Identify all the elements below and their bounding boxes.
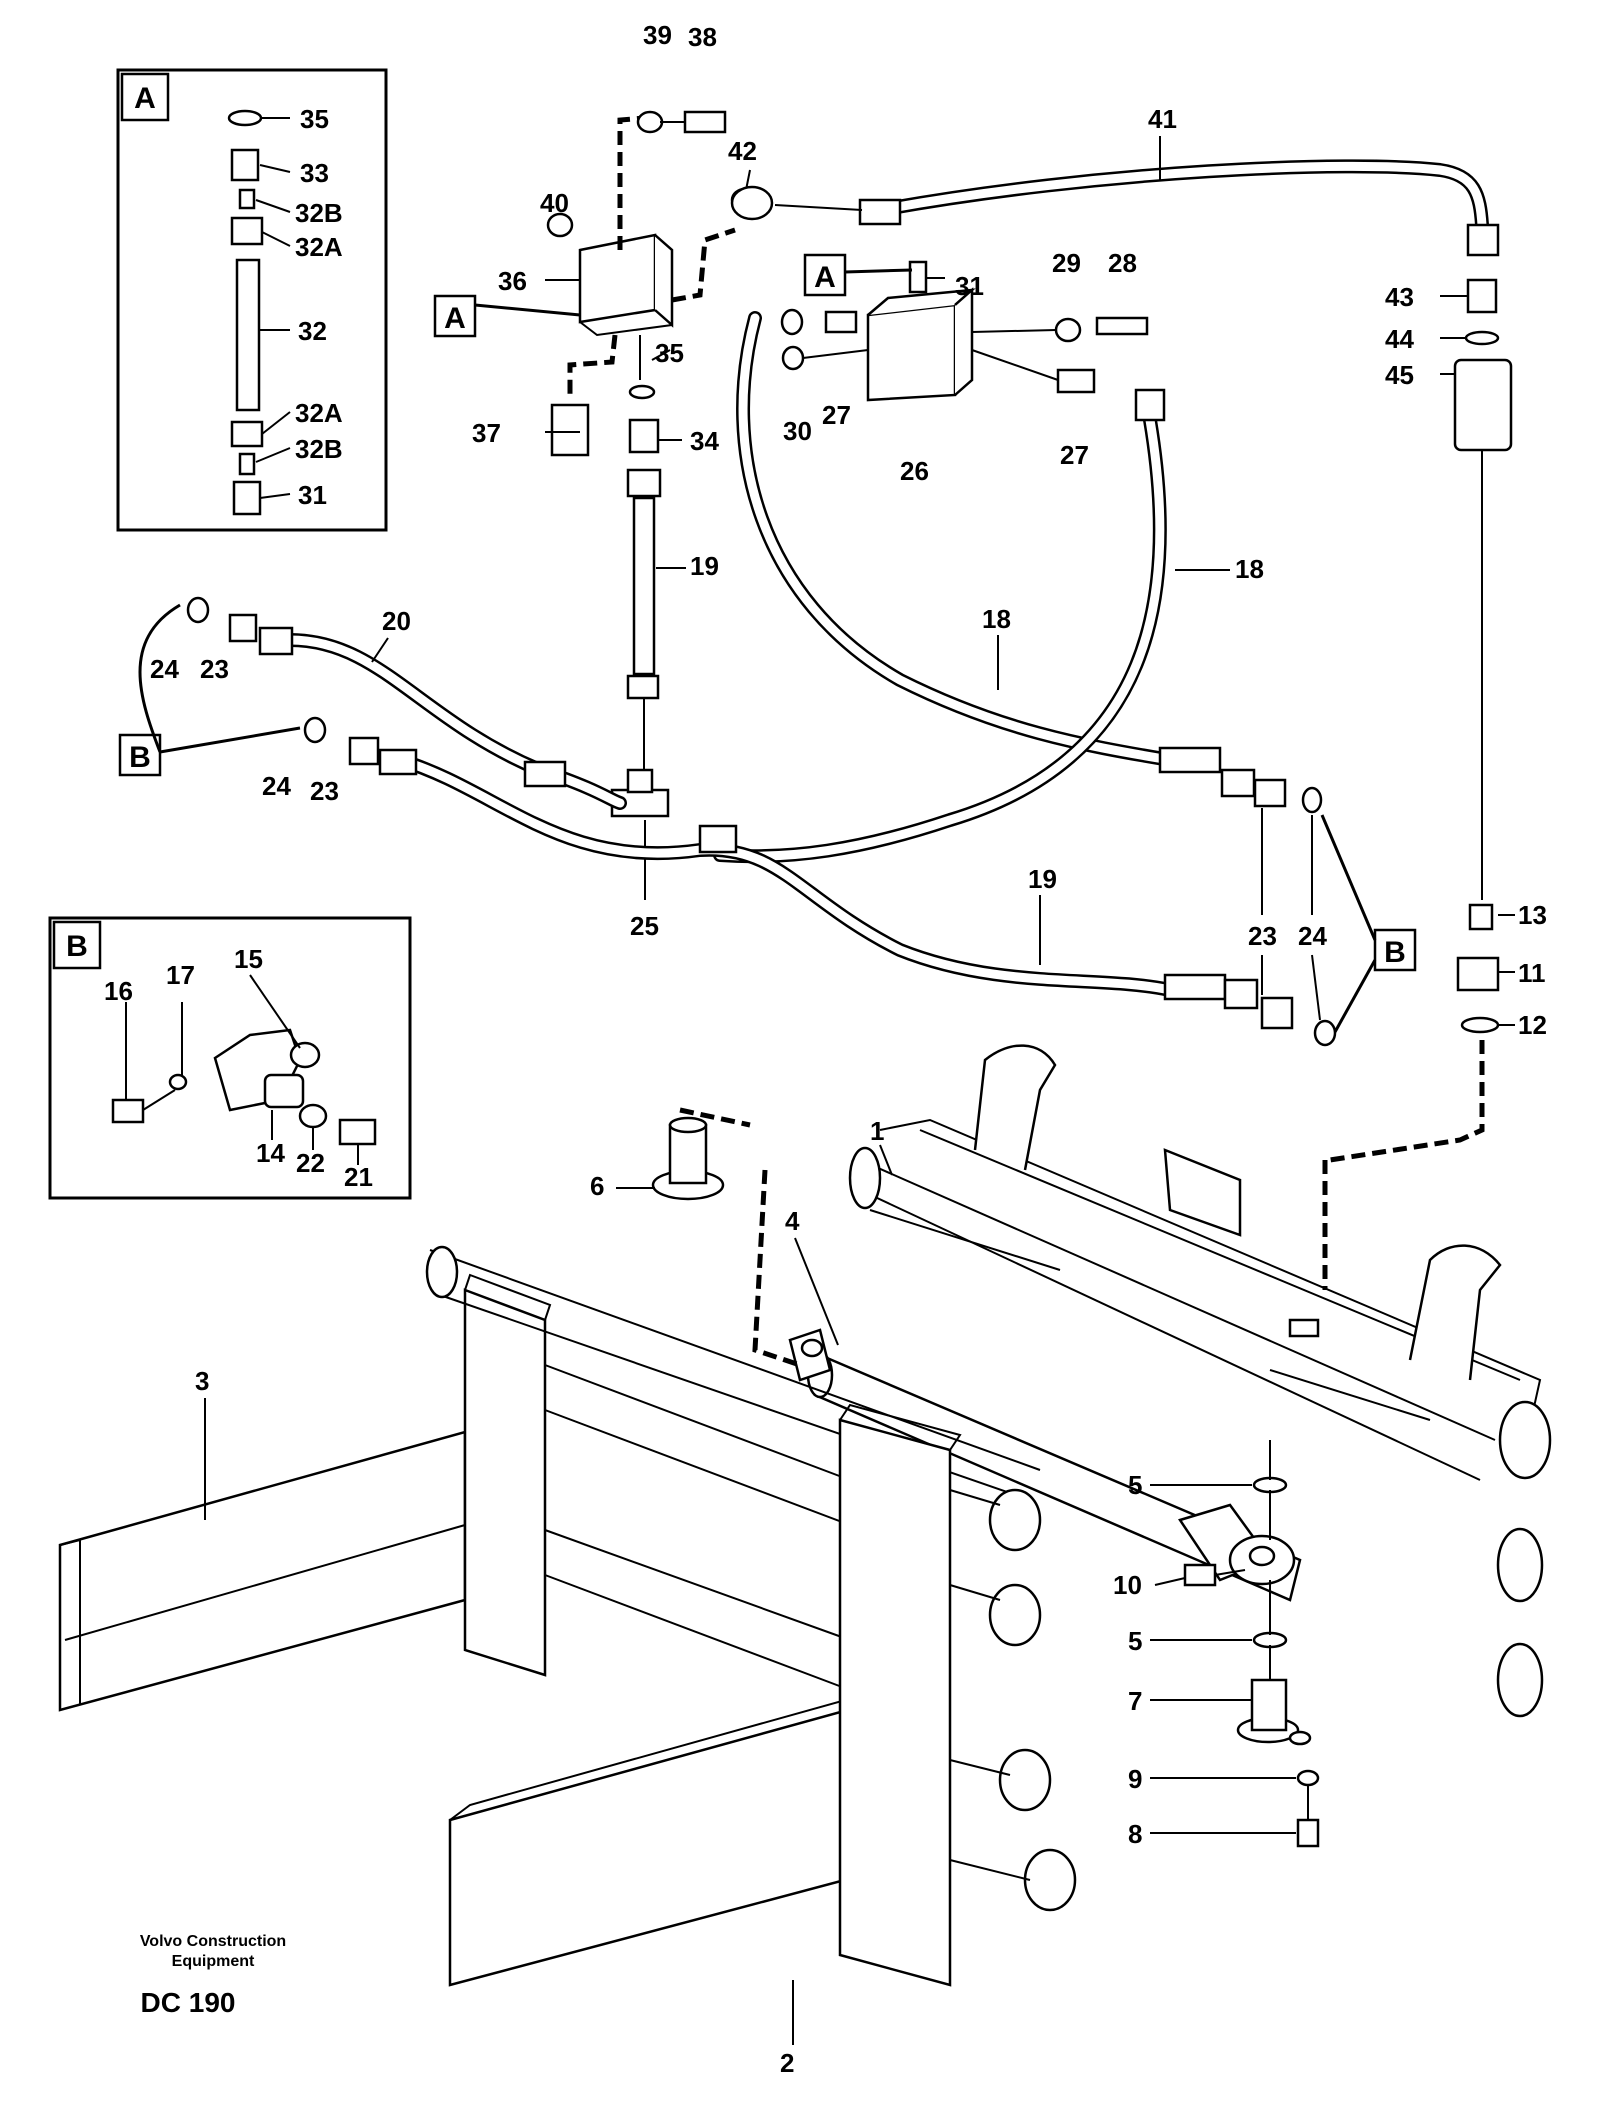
label-9: 9	[1128, 1764, 1142, 1794]
label-39: 39	[643, 20, 672, 50]
quick-coupling-group	[1329, 278, 1515, 1163]
label-23-mid: 23	[310, 776, 339, 806]
frame-1	[848, 1044, 1552, 1718]
hose-clamp-assembly	[111, 1028, 377, 1146]
callout-a-right: A	[803, 253, 913, 297]
label-14: 14	[256, 1138, 285, 1168]
label-32a: 32A	[295, 232, 343, 262]
callout-b-right: B	[1320, 814, 1417, 1033]
label-32a-lower: 32A	[295, 398, 343, 428]
detail-a-stack	[227, 109, 291, 516]
label-33: 33	[300, 158, 329, 188]
valve-block-26	[780, 260, 1149, 402]
label-24: 24	[150, 654, 179, 684]
label-32: 32	[298, 316, 327, 346]
footer-company-line1: Volvo Construction	[140, 1933, 286, 1950]
clamp-arm-2	[448, 1403, 1077, 1987]
label-42: 42	[728, 136, 757, 166]
label-41: 41	[1148, 104, 1177, 134]
label-20: 20	[382, 606, 411, 636]
hose-19-lower	[303, 716, 1337, 1047]
cylinder-4	[679, 1107, 1302, 1602]
label-30: 30	[783, 416, 812, 446]
label-2: 2	[780, 2048, 794, 2078]
label-21: 21	[344, 1162, 373, 1192]
label-37: 37	[472, 418, 501, 448]
label-3: 3	[195, 1366, 209, 1396]
label-5-lower: 5	[1128, 1626, 1142, 1656]
detail-b-title: B	[66, 930, 88, 963]
hose-20	[186, 596, 627, 810]
label-8: 8	[1128, 1819, 1142, 1849]
detail-b-box: B 16 17 15 14 22 21	[48, 916, 412, 1200]
label-19: 19	[690, 551, 719, 581]
label-27: 27	[822, 400, 851, 430]
label-32b-lower: 32B	[295, 434, 343, 464]
label-7: 7	[1128, 1686, 1142, 1716]
callout-a-left: A	[433, 294, 581, 338]
label-22: 22	[296, 1148, 325, 1178]
label-23: 23	[200, 654, 229, 684]
label-10: 10	[1113, 1570, 1142, 1600]
label-45: 45	[1385, 360, 1414, 390]
detail-a-title: A	[134, 82, 156, 115]
pin-6	[651, 1116, 725, 1201]
detail-a-box: A 35 33 32B 32A 32 32A 32B 31	[116, 68, 388, 532]
hose-41	[730, 159, 1500, 257]
label-11: 11	[1518, 958, 1546, 988]
hose-18-loops	[713, 311, 1323, 864]
label-32b: 32B	[295, 198, 343, 228]
pin-7-and-washers	[1183, 1440, 1320, 1848]
label-28: 28	[1108, 248, 1137, 278]
label-25: 25	[630, 911, 659, 941]
tee-25	[610, 768, 670, 900]
label-13: 13	[1518, 900, 1547, 930]
label-36: 36	[498, 266, 527, 296]
drawing-code: DC 190	[141, 1987, 236, 2018]
label-18-lower: 18	[982, 604, 1011, 634]
label-40: 40	[540, 188, 569, 218]
label-23-right: 23	[1248, 921, 1277, 951]
label-31-upper: 31	[955, 271, 984, 301]
label-27-right: 27	[1060, 440, 1089, 470]
label-15: 15	[234, 944, 263, 974]
label-12: 12	[1518, 1010, 1547, 1040]
label-5: 5	[1128, 1470, 1142, 1500]
label-35-upper: 35	[655, 338, 684, 368]
label-17: 17	[166, 960, 195, 990]
label-19-lower: 19	[1028, 864, 1057, 894]
label-43: 43	[1385, 282, 1414, 312]
label-26: 26	[900, 456, 929, 486]
label-35: 35	[300, 104, 329, 134]
block-36-group	[545, 110, 760, 457]
label-6: 6	[590, 1171, 604, 1201]
footer-company-line2: Equipment	[172, 1953, 255, 1970]
label-29: 29	[1052, 248, 1081, 278]
label-34: 34	[690, 426, 719, 456]
label-44: 44	[1385, 324, 1414, 354]
label-38: 38	[688, 22, 717, 52]
label-31: 31	[298, 480, 327, 510]
clamp-arm-3	[58, 1245, 1041, 1712]
label-18: 18	[1235, 554, 1264, 584]
label-4: 4	[785, 1206, 800, 1236]
label-1: 1	[870, 1116, 884, 1146]
label-24-right: 24	[1298, 921, 1327, 951]
callout-b-left: B	[118, 603, 301, 777]
label-24-mid: 24	[262, 771, 291, 801]
svg-text:B: B	[129, 741, 151, 774]
label-16: 16	[104, 976, 133, 1006]
hose-19-vertical	[626, 468, 662, 780]
svg-text:B: B	[1384, 936, 1406, 969]
svg-text:A: A	[444, 302, 466, 335]
svg-text:A: A	[814, 261, 836, 294]
